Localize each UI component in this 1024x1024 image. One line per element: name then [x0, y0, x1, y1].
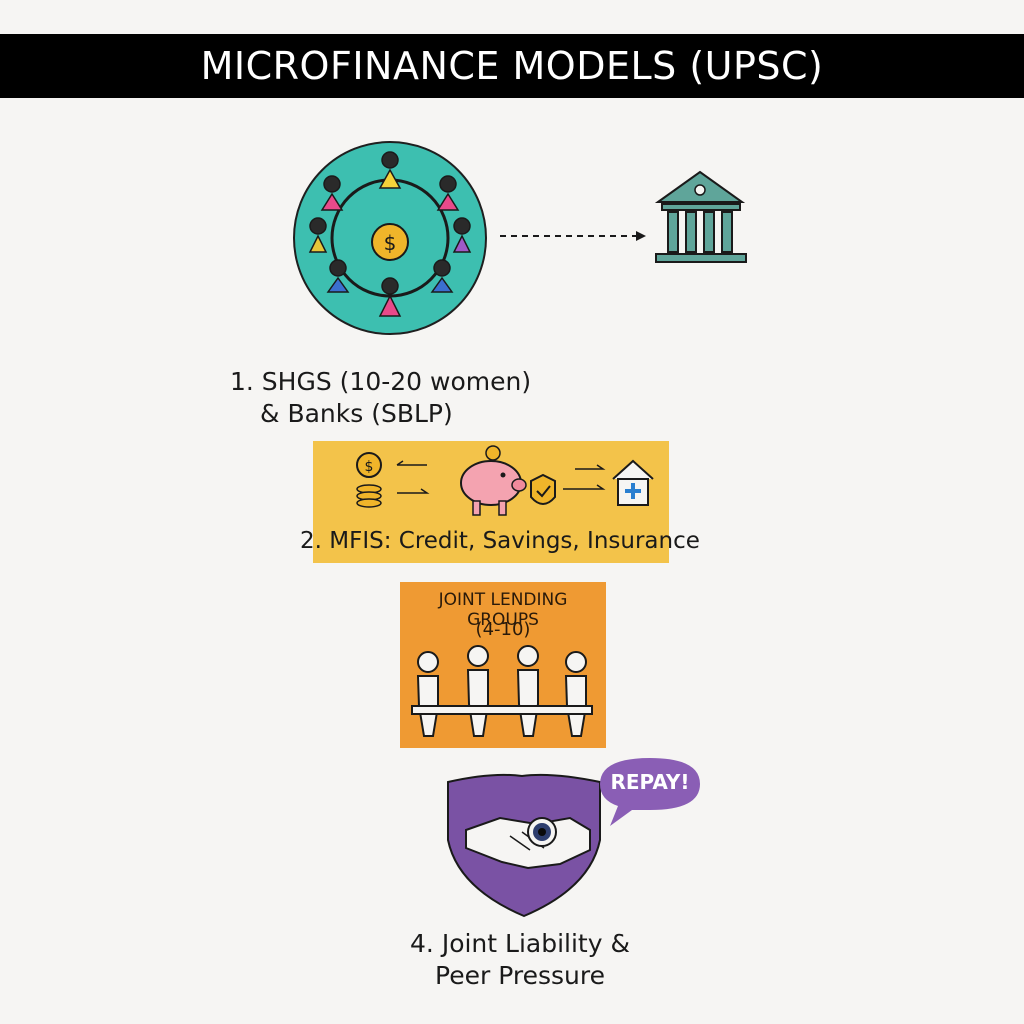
- model2-label: 2. MFIS: Credit, Savings, Insurance: [300, 528, 700, 554]
- model1-line2: & Banks (SBLP): [260, 399, 453, 428]
- bank-icon: [654, 170, 747, 263]
- speech-bubble: [600, 758, 700, 826]
- handshake-shield-icon: [447, 773, 601, 918]
- svg-text:$: $: [384, 231, 397, 255]
- eye-icon: [527, 817, 557, 847]
- jlg-subtitle: (4-10): [475, 619, 531, 640]
- svg-text:$: $: [365, 459, 374, 475]
- model1-line1: 1. SHGS (10-20 women): [230, 367, 532, 396]
- model4-label: 4. Joint Liability & Peer Pressure: [380, 928, 660, 992]
- dollar-coin-icon: $: [371, 223, 409, 261]
- piggy-bank-icon: [460, 445, 527, 516]
- shield-check-icon: [530, 473, 556, 505]
- speech-bubble-text: REPAY!: [610, 770, 690, 794]
- dashed-arrow: [500, 231, 646, 241]
- coin-stack-icon: [356, 484, 382, 508]
- people-holding-bar-icon: [411, 645, 593, 737]
- model1-label: 1. SHGS (10-20 women) & Banks (SBLP): [230, 366, 560, 430]
- mfi-icons: $: [356, 445, 654, 516]
- dollar-coin-icon: $: [356, 452, 382, 478]
- model4-line1: 4. Joint Liability &: [410, 929, 630, 958]
- women-circle-icon: $: [293, 141, 487, 335]
- page-title: MICROFINANCE MODELS (UPSC): [200, 44, 824, 88]
- title-bar: MICROFINANCE MODELS (UPSC): [0, 34, 1024, 98]
- home-health-icon: [612, 459, 654, 506]
- model4-line2: Peer Pressure: [435, 961, 605, 990]
- jlg-title: JOINT LENDING GROUPS: [438, 590, 568, 630]
